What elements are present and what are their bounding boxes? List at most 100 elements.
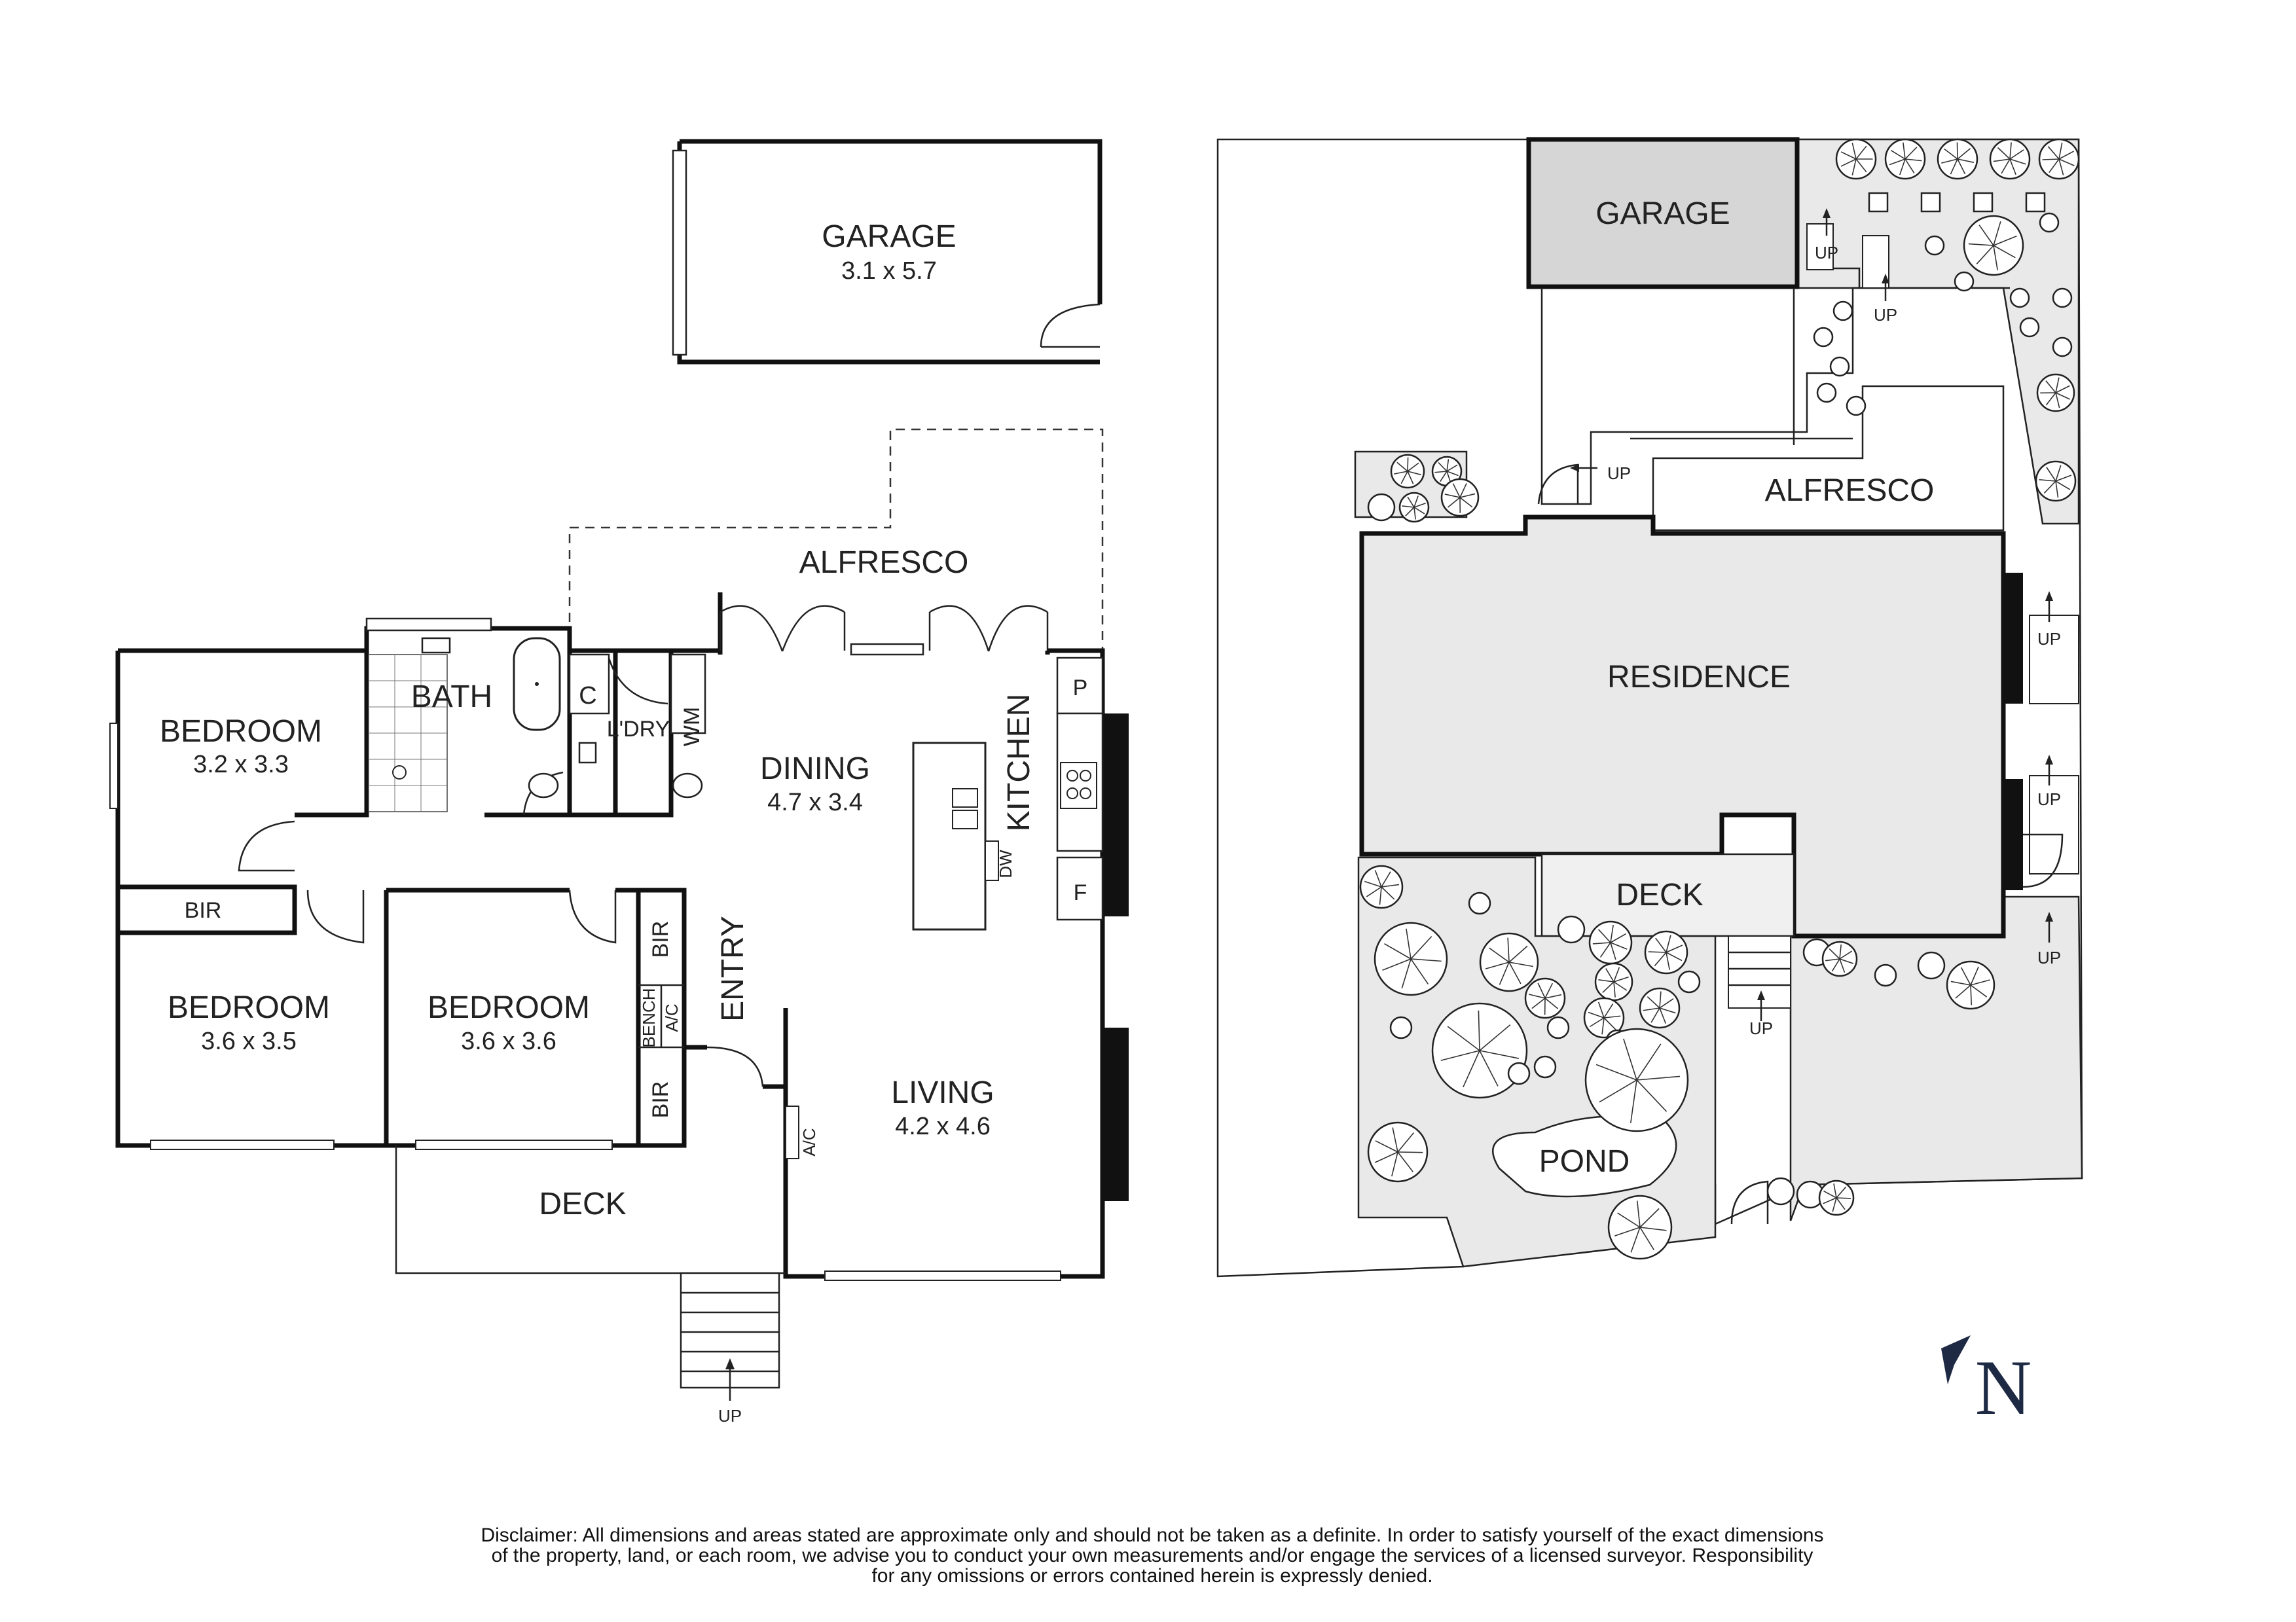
tree	[1846, 395, 1867, 416]
window-kitchen	[1102, 713, 1129, 916]
bedroom-1-dims: 3.2 x 3.3	[193, 751, 289, 778]
tree	[1507, 1062, 1531, 1085]
site-trees	[1359, 138, 2080, 1260]
living-ac-label: A/C	[799, 1128, 819, 1156]
tree	[1359, 865, 1404, 909]
tree	[1954, 271, 1975, 292]
bedroom-3-dims: 3.6 x 3.6	[461, 1028, 556, 1055]
site-up-arrows	[1570, 208, 2053, 1021]
tree	[1533, 1055, 1557, 1079]
tree	[1583, 997, 1625, 1039]
tree	[1557, 915, 1586, 944]
bedroom-3-label: BEDROOM	[428, 990, 590, 1025]
tree	[1937, 138, 1978, 180]
fridge-label: F	[1074, 880, 1087, 905]
tree	[1440, 478, 1480, 517]
tree	[2038, 138, 2080, 180]
disclaimer-line-3: for any omissions or errors contained he…	[871, 1565, 1433, 1587]
living-label: LIVING	[891, 1075, 994, 1110]
tree	[1479, 932, 1539, 992]
disclaimer-line-2: of the property, land, or each room, we …	[491, 1545, 1813, 1566]
garage-dims: 3.1 x 5.7	[841, 257, 937, 285]
tree	[1832, 300, 1853, 321]
alfresco-label: ALFRESCO	[799, 545, 969, 580]
tree	[1367, 493, 1396, 522]
bath-fixtures	[365, 617, 706, 812]
alfresco-outline	[568, 428, 1104, 651]
bir-2-label: BIR	[648, 921, 673, 958]
planter-boxes	[1868, 192, 2046, 213]
garage-room: GARAGE 3.1 x 5.7	[672, 139, 1102, 365]
kitchen-island	[912, 742, 987, 931]
cupboard-label: C	[579, 682, 596, 710]
tree	[1367, 1121, 1429, 1183]
tree	[1546, 1016, 1570, 1039]
entry-label: ENTRY	[716, 916, 750, 1022]
tree	[1389, 1016, 1413, 1039]
tree	[1398, 492, 1430, 523]
stairs-up-label: UP	[718, 1406, 742, 1426]
north-compass: N	[1941, 1335, 2032, 1431]
site-garage	[1526, 137, 1800, 289]
bath-label: BATH	[411, 679, 492, 714]
windows	[150, 713, 1129, 1281]
tree	[1813, 327, 1834, 348]
bedroom-2-dims: 3.6 x 3.5	[201, 1028, 297, 1055]
tree	[2052, 287, 2073, 308]
site-plan: GARAGE ALFRESCO RESIDENCE DECK	[1216, 137, 2083, 1278]
bedroom-1-label: BEDROOM	[160, 714, 322, 749]
bench-ac-label: A/C	[662, 1003, 682, 1032]
tree	[1874, 964, 1897, 987]
deck-outline	[395, 1145, 786, 1274]
tree	[1816, 382, 1837, 403]
bir-1-label: BIR	[185, 898, 222, 923]
tree	[1390, 454, 1425, 489]
tree	[2035, 460, 2077, 502]
tree	[1989, 138, 2031, 180]
site-stairs	[1728, 223, 2079, 1009]
tree	[1818, 1180, 1855, 1216]
site-up-label-3: UP	[1607, 463, 1631, 483]
toilet	[528, 772, 559, 799]
tree	[1644, 930, 1688, 975]
site-deck-label: DECK	[1616, 878, 1703, 912]
dishwasher-label: DW	[996, 850, 1015, 878]
living-dims: 4.2 x 4.6	[895, 1113, 991, 1140]
tree	[2052, 336, 2073, 357]
tree	[1594, 962, 1633, 1001]
tree	[1829, 356, 1850, 377]
tree	[1917, 951, 1946, 980]
site-up-label-1: UP	[1815, 243, 1838, 262]
tree	[1946, 960, 1995, 1010]
deck-stairs	[680, 1272, 780, 1401]
site-garage-label: GARAGE	[1595, 196, 1730, 231]
bedroom-2-label: BEDROOM	[168, 990, 330, 1025]
site-up-label-4: UP	[2037, 629, 2061, 649]
tree	[2039, 212, 2060, 233]
deck-label: DECK	[539, 1187, 626, 1221]
site-alfresco-label: ALFRESCO	[1765, 473, 1935, 508]
tree	[1468, 892, 1491, 915]
site-up-label-5: UP	[2037, 789, 2061, 809]
tree	[1963, 215, 2024, 276]
pond-label: POND	[1539, 1144, 1630, 1179]
dining-dims: 4.7 x 3.4	[767, 789, 863, 816]
tree	[1639, 987, 1681, 1029]
tree	[1524, 977, 1566, 1019]
tree	[1588, 920, 1633, 965]
washing-machine-label: WM	[680, 707, 704, 746]
tree	[1766, 1177, 1795, 1206]
window-living	[1102, 1028, 1129, 1201]
tree	[2036, 373, 2075, 412]
garage-door	[672, 149, 687, 356]
garage-label: GARAGE	[822, 219, 956, 254]
site-up-label-2: UP	[1874, 305, 1897, 325]
disclaimer-line-1: Disclaimer: All dimensions and areas sta…	[481, 1524, 1824, 1546]
tree	[1884, 138, 1926, 180]
bench-label: BENCH	[639, 988, 659, 1047]
dining-label: DINING	[760, 751, 870, 786]
tree	[1607, 1195, 1673, 1260]
tree	[1924, 235, 1945, 256]
laundry-label: L'DRY	[607, 717, 670, 742]
